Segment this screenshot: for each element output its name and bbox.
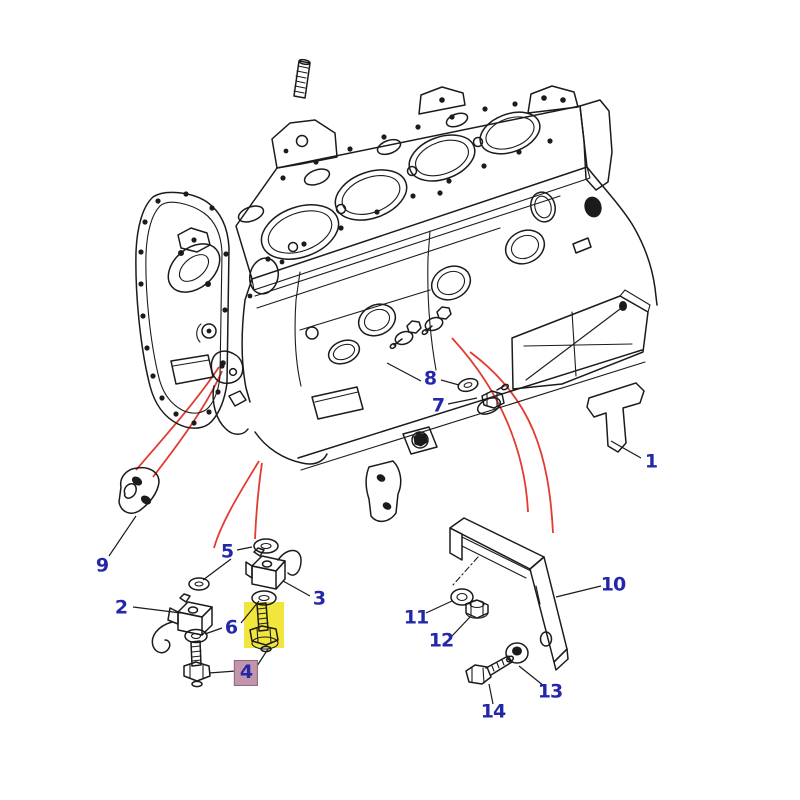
callout-11[interactable]: 11 [403,606,429,629]
sender-part-2 [151,593,213,654]
sender-bolt-part-4-highlighted [249,602,279,653]
block-front-face [241,191,646,522]
callout-1[interactable]: 1 [644,450,658,473]
callout-14[interactable]: 14 [480,700,506,723]
bracket-part-10 [449,517,569,671]
nut-part-12 [465,599,489,619]
exploded-parts [118,377,569,688]
engine-block [135,58,658,522]
callout-2[interactable]: 2 [114,596,128,619]
t-bracket [586,382,645,453]
engine-mount-bracket [511,289,651,390]
block-right-end [572,99,658,306]
callout-5[interactable]: 5 [220,540,234,563]
callout-6[interactable]: 6 [224,616,238,639]
bolt-part-7 [476,383,509,415]
washer-part-5 [188,538,279,591]
callout-4[interactable]: 4 [233,660,259,686]
callout-8[interactable]: 8 [423,367,437,390]
red-leader-lines [135,337,554,549]
callout-3[interactable]: 3 [312,587,326,610]
gasket-part-9 [118,466,160,514]
bolt-part-14 [465,655,515,685]
washer-part-11 [450,588,474,606]
timing-cover-face [135,191,249,435]
callout-7[interactable]: 7 [431,394,445,417]
callout-leader-lines [108,362,642,705]
callout-9[interactable]: 9 [95,554,109,577]
block-deck-face [235,85,591,291]
sender-part-3 [245,547,302,590]
callout-13[interactable]: 13 [537,680,563,703]
sender-bolt-part-4-second [183,640,211,688]
callout-12[interactable]: 12 [428,629,454,652]
washer-part-8 [457,377,479,393]
installed-bolt-sets [389,306,452,350]
stud-part [293,58,311,99]
callout-10[interactable]: 10 [600,573,626,596]
washer-part-6 [184,590,277,644]
washer-part-13 [505,642,529,664]
